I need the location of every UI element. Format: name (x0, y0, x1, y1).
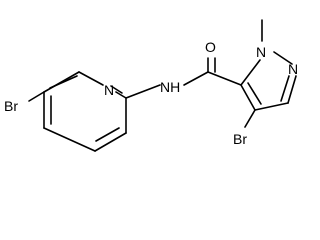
bond-carbonyl-c5 (207, 71, 242, 86)
bond-c4-br (244, 109, 256, 128)
atom-br-pyrazole: Br (233, 131, 247, 147)
bond-n1-c2-double (110, 85, 123, 94)
atom-labels: Br N NH O N N Br (4, 39, 298, 147)
bond-n1-c2 (115, 91, 127, 99)
bond-c6-c6-double (49, 75, 78, 89)
bond-n2-c3-double (280, 75, 290, 102)
structure-diagram: Br N NH O N N Br (4, 19, 298, 152)
bond-c3-c4 (94, 132, 127, 152)
atom-br-pyridine: Br (4, 98, 18, 114)
bond-c2-nh (125, 84, 161, 99)
bond-c4-c5-double (247, 82, 262, 105)
bond-c4-c5 (43, 127, 96, 152)
bond-n2-c3 (287, 75, 297, 104)
atom-n2-pyrazole: N (288, 61, 298, 77)
bond-n1-n2 (273, 51, 293, 65)
bond-nh-carbonyl (183, 71, 209, 86)
bond-c4-c5 (240, 84, 256, 111)
bond-c3-c4-double (95, 127, 120, 142)
bond-c5-c6 (43, 71, 80, 93)
atom-n-pyridine: N (104, 82, 114, 98)
bond-c5-n1 (240, 59, 261, 86)
bond-c6-n1 (78, 71, 104, 86)
atom-n1-pyrazole: N (256, 44, 266, 60)
bond-br-c5 (28, 91, 45, 102)
atom-amide-nh: NH (160, 79, 180, 95)
bond-c3-c4 (254, 102, 289, 111)
atom-amide-o: O (205, 39, 216, 55)
bonds (28, 19, 297, 152)
